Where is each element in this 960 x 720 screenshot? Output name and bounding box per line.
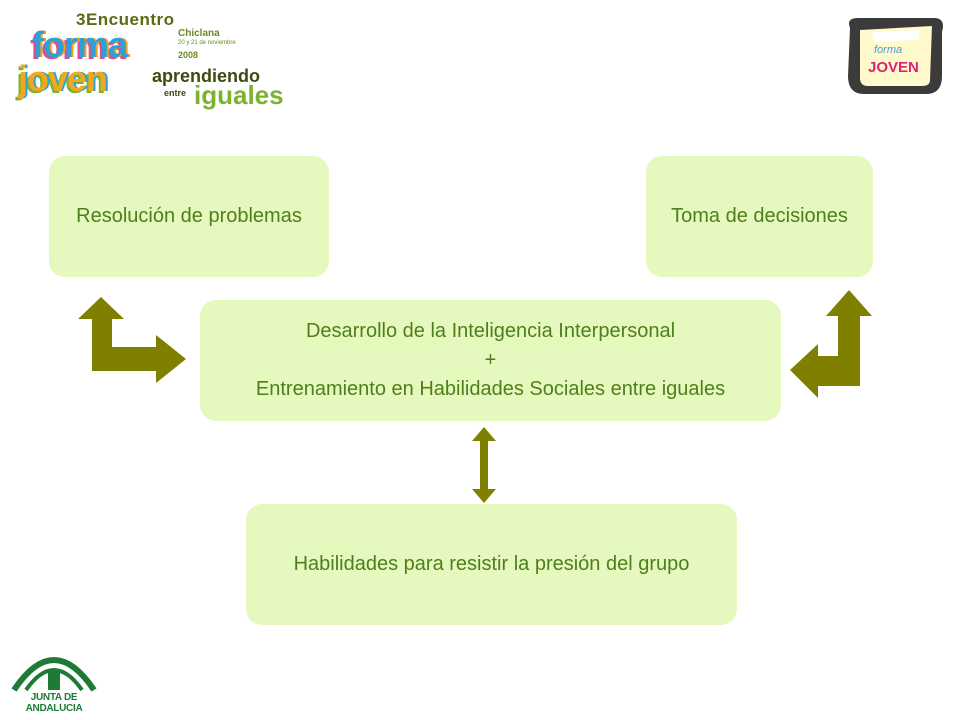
box-central-line-1: Desarrollo de la Inteligencia Interperso… — [305, 320, 676, 342]
forma-joven-forma-text: forma — [874, 44, 903, 56]
logo-entre-text: entre — [164, 88, 187, 98]
logo-iguales-text: iguales — [194, 80, 284, 110]
junta-andalucia-logo: JUNTA DE ANDALUCIA — [8, 636, 100, 714]
tv-frame-icon — [848, 18, 943, 94]
logo-fechas-text: 20 y 21 de noviembre — [178, 40, 236, 46]
logo-aprendiendo-text: aprendiendo — [152, 66, 261, 86]
junta-arch-icon — [11, 657, 97, 692]
forma-joven-logo: forma JOVEN — [842, 14, 948, 98]
box-toma-decisiones: Toma de decisiones — [646, 156, 873, 277]
bent-arrow-left-icon — [78, 297, 186, 383]
logo-joven-text: joven — [18, 58, 108, 99]
box-resolucion-label: Resolución de problemas — [76, 205, 302, 227]
logo-encuentro-text: 3Encuentro — [76, 10, 175, 29]
box-habilidades-presion: Habilidades para resistir la presión del… — [246, 504, 737, 625]
box-central-line-2: + — [484, 349, 497, 371]
box-toma-label: Toma de decisiones — [671, 205, 848, 227]
forma-joven-joven-text: JOVEN — [868, 59, 919, 76]
double-arrow-vertical-icon — [472, 427, 496, 503]
junta-andalucia-text: JUNTA DE ANDALUCIA — [25, 692, 83, 714]
logo-forma-text: forma — [32, 24, 128, 65]
box-resolucion-problemas: Resolución de problemas — [49, 156, 329, 277]
box-habilidades-label: Habilidades para resistir la presión del… — [293, 553, 690, 575]
box-central-line-3: Entrenamiento en Habilidades Sociales en… — [255, 378, 726, 400]
bent-arrow-right-icon — [790, 290, 872, 398]
logo-anio-text: 2008 — [178, 50, 199, 60]
box-desarrollo-inteligencia: Desarrollo de la Inteligencia Interperso… — [200, 300, 781, 421]
logo-chiclana-text: Chiclana — [178, 28, 220, 39]
forma-joven-encuentro-logo: 3Encuentro forma joven Chiclana 20 y 21 … — [18, 8, 286, 110]
